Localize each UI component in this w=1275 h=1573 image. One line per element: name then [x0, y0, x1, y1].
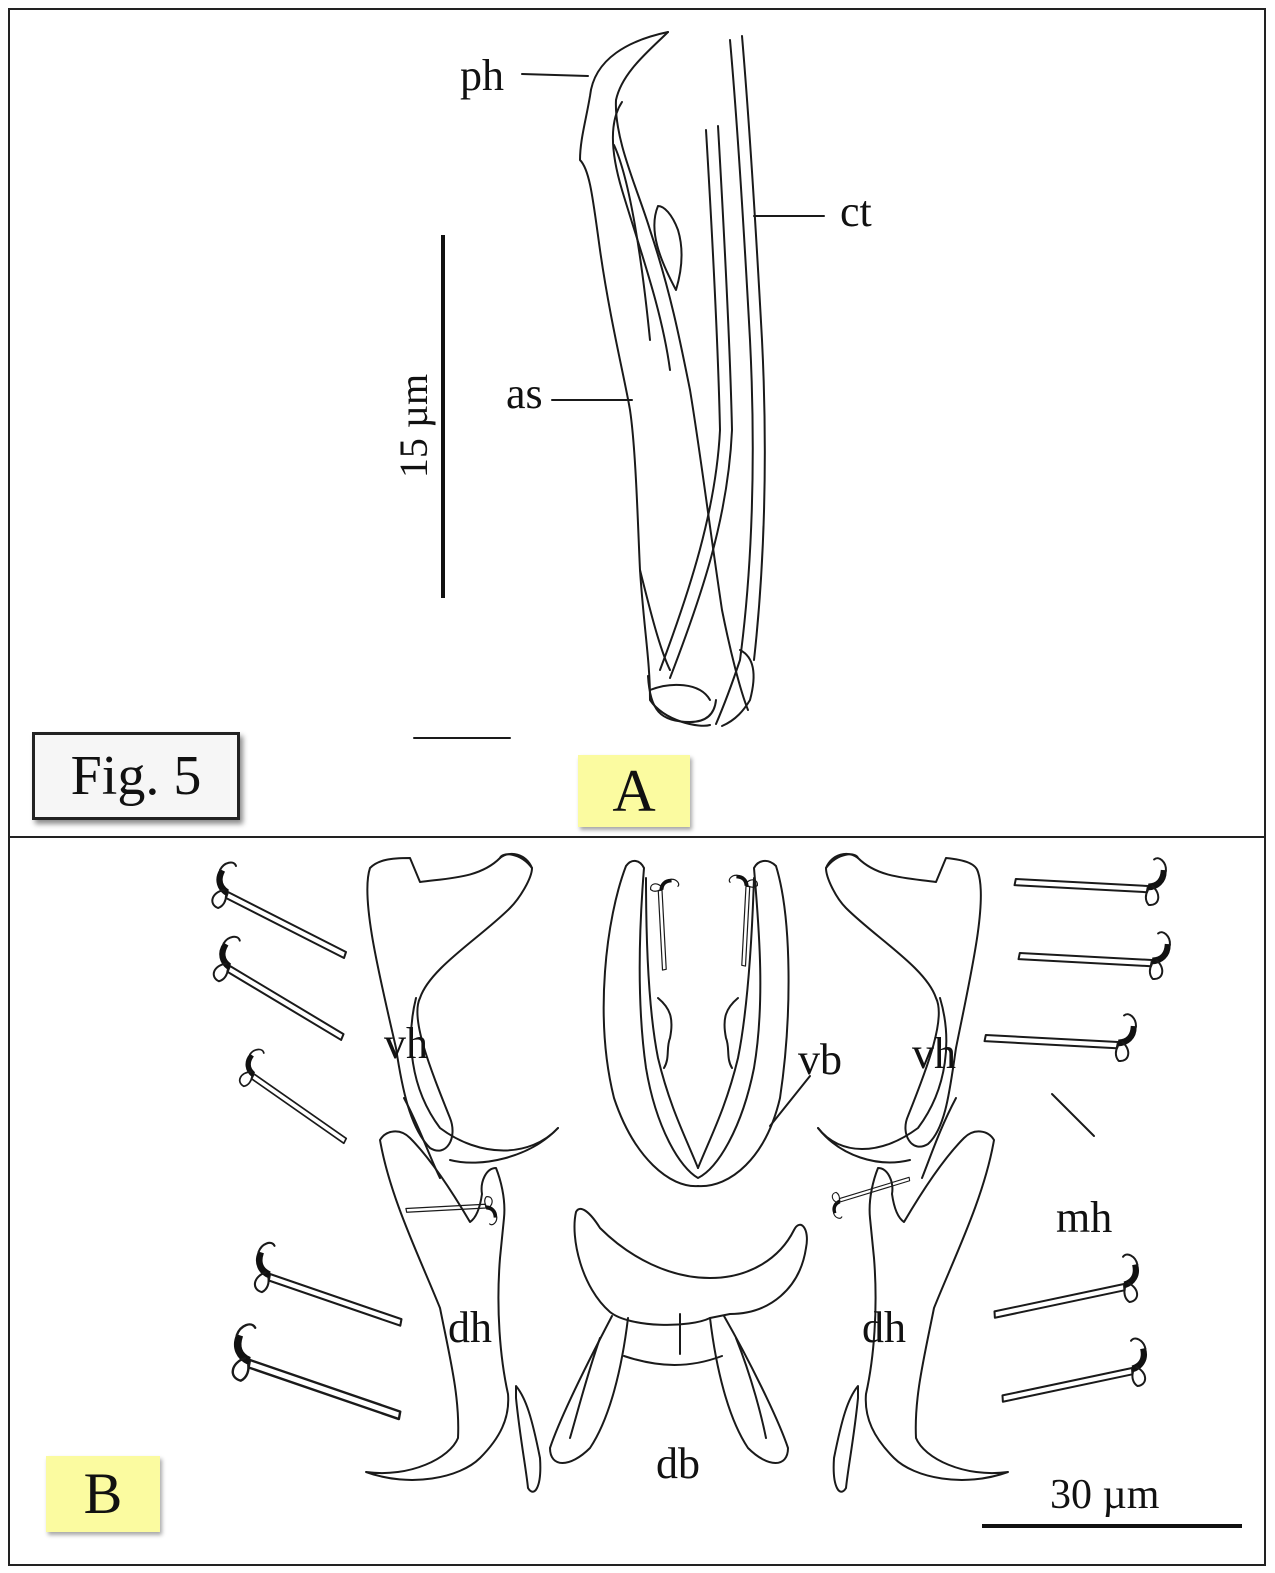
label-dh-left: dh: [448, 1306, 492, 1350]
dorsal-anchor-right: [834, 1131, 1008, 1491]
label-ct: ct: [840, 190, 872, 234]
copulatory-organ-drawing: [10, 10, 1264, 836]
panel-b: vh vh vb mh dh dh db 30 µm B: [8, 836, 1266, 1566]
label-dh-right: dh: [862, 1306, 906, 1350]
label-vh-left: vh: [384, 1022, 428, 1066]
leader-ph: [522, 74, 588, 76]
label-ph: ph: [460, 54, 504, 98]
label-vb: vb: [798, 1038, 842, 1082]
scale-bar-b-label: 30 µm: [1050, 1474, 1159, 1516]
scale-bar-a-label: 15 µm: [394, 374, 434, 478]
panel-a-letter: A: [578, 755, 690, 827]
cirrus-tube: [660, 36, 765, 724]
dorsal-bar: [550, 1209, 807, 1463]
label-vh-right: vh: [912, 1032, 956, 1076]
label-as: as: [506, 372, 543, 416]
panel-a: ph ct as 15 µm Fig. 5 A: [8, 8, 1266, 838]
panel-b-letter: B: [46, 1456, 160, 1532]
label-db: db: [656, 1442, 700, 1486]
ventral-anchor-right: [818, 854, 981, 1178]
marginal-hooklets-left: [210, 863, 503, 1442]
ventral-anchor-left: [367, 854, 558, 1178]
figure-title: Fig. 5: [32, 732, 240, 820]
ventral-bar: [604, 861, 789, 1186]
leader-mh: [1052, 1094, 1094, 1136]
accessory-piece: [580, 32, 748, 726]
label-mh: mh: [1056, 1196, 1112, 1240]
